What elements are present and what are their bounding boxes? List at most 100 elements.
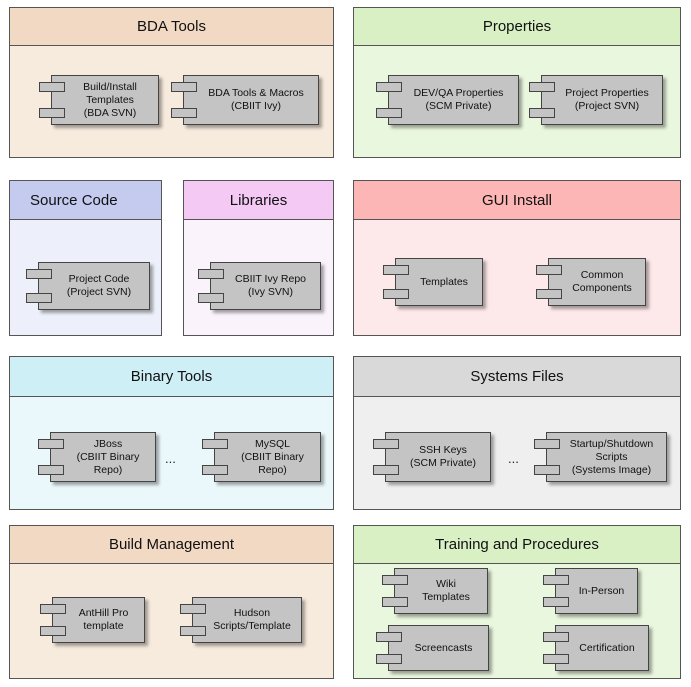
component-mysql: MySQL (CBIIT Binary Repo) (202, 432, 321, 482)
component-tab (40, 604, 66, 614)
component-tab (543, 654, 569, 664)
panel-title: Libraries (229, 191, 288, 209)
component-cbiit-ivy-repo: CBIIT Ivy Repo (Ivy SVN) (198, 262, 321, 310)
component-tab (40, 626, 66, 636)
panel-header: Libraries (184, 181, 333, 220)
panel-header: GUI Install (354, 181, 680, 220)
component-tab (198, 293, 224, 303)
component-tab (383, 265, 409, 275)
component-tab (373, 439, 399, 449)
ellipsis: ... (508, 451, 519, 466)
component-tab (39, 82, 65, 92)
component-startup-shutdown-scripts: Startup/Shutdown Scripts (Systems Image) (534, 432, 667, 482)
panel-header: Binary Tools (10, 357, 333, 397)
component-ssh-keys: SSH Keys (SCM Private) (373, 432, 491, 482)
libraries-panel: Libraries CBIIT Ivy Repo (Ivy SVN) (183, 180, 334, 336)
component-label: Wiki Templates (394, 568, 488, 614)
component-tab (38, 465, 64, 475)
component-tab (534, 439, 560, 449)
component-in-person: In-Person (543, 568, 638, 614)
properties-panel: Properties DEV/QA Properties (SCM Privat… (353, 7, 681, 158)
component-label: Build/Install Templates (BDA SVN) (51, 75, 159, 125)
panel-title: Properties (482, 18, 552, 35)
component-label: Screencasts (388, 625, 489, 671)
component-common-components: Common Components (536, 258, 646, 306)
component-tab (382, 575, 408, 585)
component-tab (536, 289, 562, 299)
source-code-panel: Source Code Project Code (Project SVN) (9, 180, 162, 336)
component-label: BDA Tools & Macros (CBIIT Ivy) (183, 75, 319, 125)
component-label: CBIIT Ivy Repo (Ivy SVN) (210, 262, 321, 310)
component-tab (536, 265, 562, 275)
component-tab (543, 575, 569, 585)
component-hudson-scripts: Hudson Scripts/Template (180, 597, 302, 643)
component-tab (26, 293, 52, 303)
component-tab (373, 465, 399, 475)
panel-header: BDA Tools (10, 8, 333, 46)
panel-header: Source Code (10, 181, 161, 220)
component-tab (376, 654, 402, 664)
panel-header: Properties (354, 8, 680, 46)
component-tab (383, 289, 409, 299)
panel-header: Build Management (10, 526, 333, 564)
component-certification: Certification (543, 625, 649, 671)
component-tab (180, 604, 206, 614)
training-procedures-panel: Training and Procedures Wiki Templates I… (353, 525, 681, 679)
component-bda-tools-macros: BDA Tools & Macros (CBIIT Ivy) (171, 75, 319, 125)
component-project-properties: Project Properties (Project SVN) (529, 75, 663, 125)
component-label: Common Components (548, 258, 646, 306)
bda-tools-panel: BDA Tools Build/Install Templates (BDA S… (9, 7, 334, 158)
panel-header: Training and Procedures (354, 526, 680, 564)
component-screencasts: Screencasts (376, 625, 489, 671)
component-tab (39, 108, 65, 118)
binary-tools-panel: Binary Tools JBoss (CBIIT Binary Repo) .… (9, 356, 334, 510)
panel-header: Systems Files (354, 357, 680, 397)
panel-title: Source Code (30, 191, 118, 209)
component-tab (543, 632, 569, 642)
component-project-code: Project Code (Project SVN) (26, 262, 150, 310)
component-tab (38, 439, 64, 449)
component-tab (529, 82, 555, 92)
component-tab (202, 465, 228, 475)
component-label: MySQL (CBIIT Binary Repo) (214, 432, 321, 482)
component-tab (180, 626, 206, 636)
systems-files-panel: Systems Files SSH Keys (SCM Private) ...… (353, 356, 681, 510)
component-wiki-templates: Wiki Templates (382, 568, 488, 614)
component-tab (202, 439, 228, 449)
component-tab (534, 465, 560, 475)
component-tab (529, 108, 555, 118)
panel-title: Binary Tools (130, 368, 213, 385)
panel-title: Training and Procedures (435, 536, 599, 553)
panel-title: GUI Install (481, 191, 553, 209)
component-tab (382, 597, 408, 607)
panel-title: Build Management (108, 536, 235, 553)
component-label: JBoss (CBIIT Binary Repo) (50, 432, 156, 482)
component-label: SSH Keys (SCM Private) (385, 432, 491, 482)
component-label: Project Properties (Project SVN) (541, 75, 663, 125)
panel-title: BDA Tools (137, 18, 206, 35)
component-label: Templates (395, 258, 483, 306)
build-management-panel: Build Management AntHill Pro template Hu… (9, 525, 334, 679)
component-tab (376, 82, 402, 92)
component-tab (376, 632, 402, 642)
gui-install-panel: GUI Install Templates Common Components (353, 180, 681, 336)
component-jboss: JBoss (CBIIT Binary Repo) (38, 432, 156, 482)
component-tab (26, 269, 52, 279)
component-label: Hudson Scripts/Template (192, 597, 302, 643)
component-tab (171, 108, 197, 118)
component-label: Project Code (Project SVN) (38, 262, 150, 310)
ellipsis: ... (165, 451, 176, 466)
component-anthill-pro-template: AntHill Pro template (40, 597, 145, 643)
component-label: Certification (555, 625, 649, 671)
component-label: DEV/QA Properties (SCM Private) (388, 75, 519, 125)
component-label: Startup/Shutdown Scripts (Systems Image) (546, 432, 667, 482)
component-tab (376, 108, 402, 118)
component-tab (543, 597, 569, 607)
component-dev-qa-properties: DEV/QA Properties (SCM Private) (376, 75, 519, 125)
component-build-install-templates: Build/Install Templates (BDA SVN) (39, 75, 159, 125)
component-tab (198, 269, 224, 279)
panel-title: Systems Files (470, 368, 564, 385)
component-label: AntHill Pro template (52, 597, 145, 643)
component-templates: Templates (383, 258, 483, 306)
component-tab (171, 82, 197, 92)
